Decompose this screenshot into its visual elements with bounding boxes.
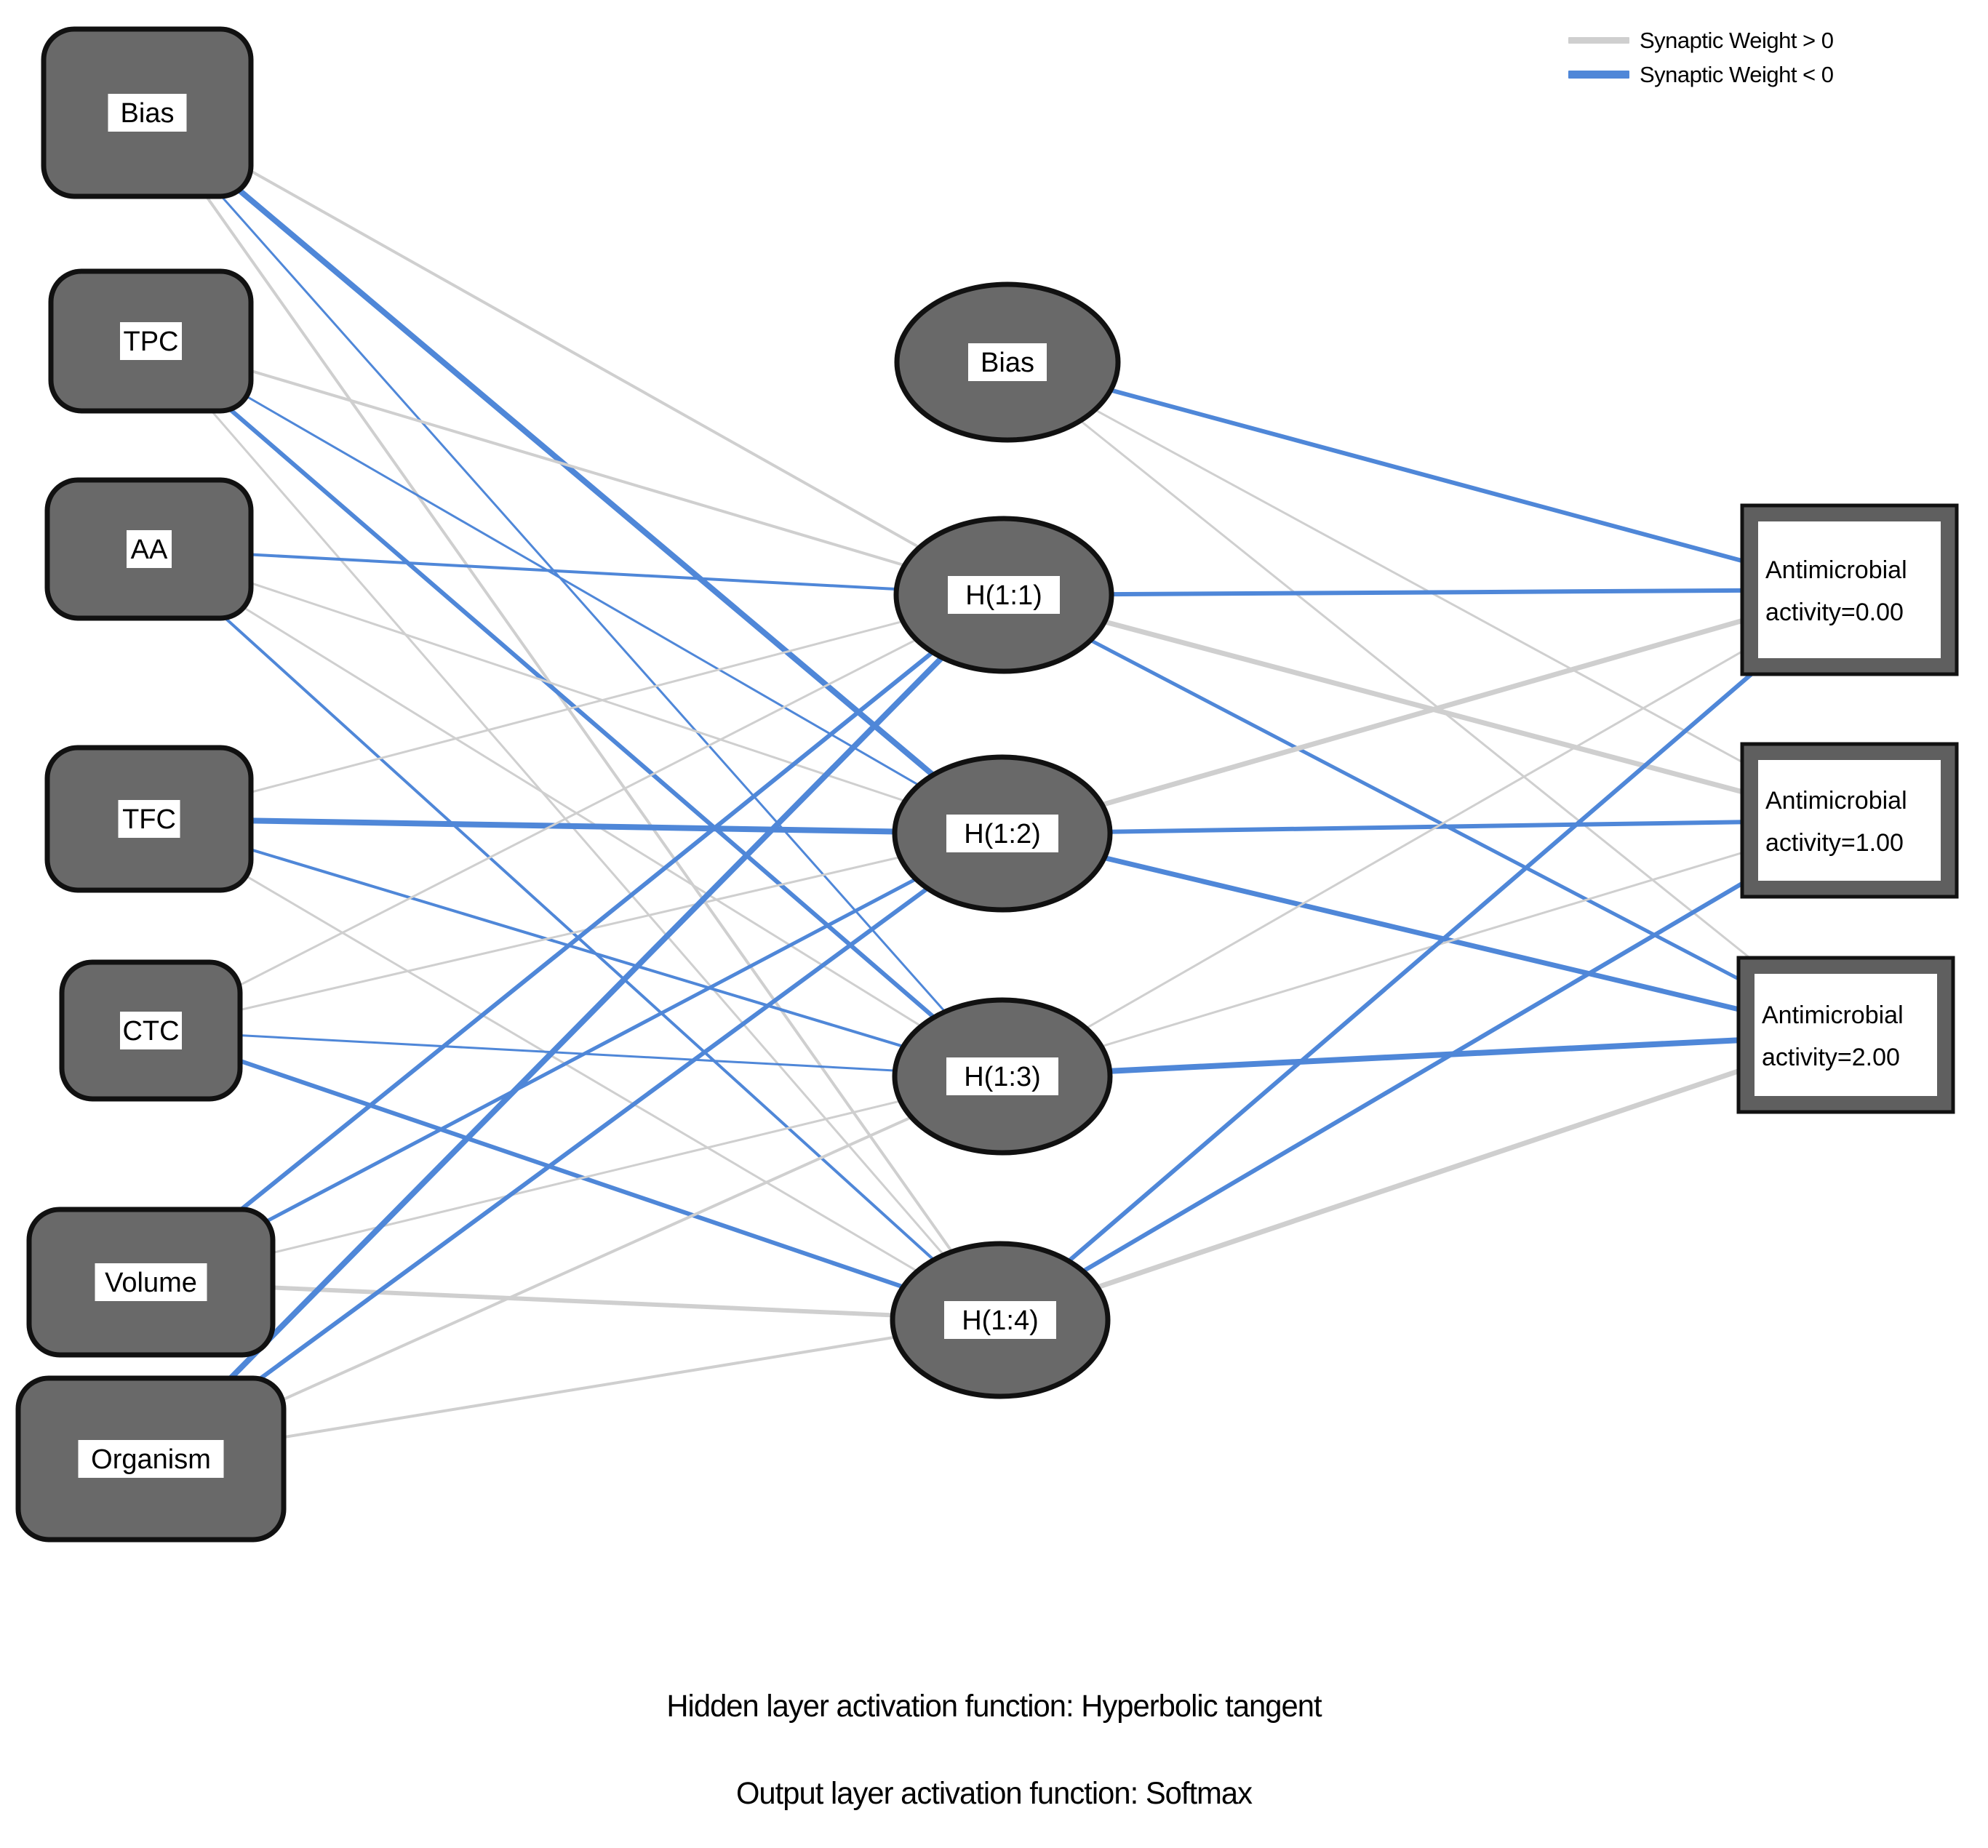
node-label-o2-line2: activity=1.00 (1765, 829, 1904, 857)
output-activation-caption: Output layer activation function: Softma… (735, 1776, 1253, 1811)
edge-in-volume-h2 (150, 831, 1004, 1284)
node-label-bg-h4 (944, 1301, 1056, 1339)
node-label-h3: H(1:3) (964, 1062, 1041, 1092)
edge-in-aa-h4 (148, 548, 1002, 1321)
edge-in-tfc-h3 (148, 817, 1003, 1078)
edge-in-ctc-h2 (151, 832, 1003, 1032)
legend-label-positive: Synaptic Weight > 0 (1640, 28, 1834, 53)
node-label-bg-in-tpc (120, 322, 182, 360)
edge-in-organism-h1 (148, 593, 1006, 1461)
edge-in-bias-h3 (146, 112, 1004, 1077)
node-label-o3-line2: activity=2.00 (1762, 1044, 1900, 1071)
node-label-in-tpc: TPC (124, 327, 179, 357)
node-label-bg-h-bias (968, 343, 1047, 381)
edge-in-organism-h3 (150, 1075, 1003, 1460)
edge-h3-o1 (1002, 588, 1851, 1078)
node-label-o2-line1: Antimicrobial (1765, 787, 1907, 815)
edge-in-tpc-h2 (150, 340, 1003, 835)
edge-in-tpc-h4 (150, 340, 1002, 1321)
edge-h1-o2 (1003, 592, 1851, 823)
edge-in-tpc-h3 (149, 339, 1004, 1079)
edge-in-volume-h3 (151, 1075, 1003, 1284)
edge-in-bias-h1 (146, 111, 1005, 596)
edge-in-tfc-h2 (148, 816, 1003, 836)
positive-weight-line-swatch (1568, 37, 1629, 44)
node-inner-o2 (1758, 760, 1941, 881)
node-label-bg-in-bias (108, 94, 187, 132)
edge-in-volume-h1 (149, 593, 1005, 1284)
node-label-o3-line1: Antimicrobial (1762, 1001, 1904, 1029)
node-label-h4: H(1:4) (962, 1305, 1039, 1336)
edge-h1-o1 (1003, 588, 1850, 597)
node-label-bg-in-aa (127, 530, 172, 568)
edge-h-bias-o1 (1007, 360, 1851, 592)
legend-row-negative: Synaptic Weight < 0 (1568, 63, 1834, 86)
node-label-bg-h2 (946, 815, 1058, 852)
edge-h4-o2 (999, 818, 1851, 1322)
node-label-in-volume: Volume (105, 1268, 197, 1298)
node-label-o1-line1: Antimicrobial (1765, 556, 1907, 584)
node-label-in-organism: Organism (91, 1444, 211, 1475)
node-label-in-aa: AA (131, 535, 168, 565)
edge-in-volume-h4 (151, 1280, 1001, 1322)
edge-h3-o3 (1002, 1032, 1846, 1079)
edge-h2-o2 (1002, 818, 1850, 836)
node-label-o1-line2: activity=0.00 (1765, 599, 1904, 626)
node-label-h-bias: Bias (981, 348, 1034, 378)
edge-in-ctc-h3 (151, 1029, 1003, 1078)
node-label-in-ctc: CTC (122, 1016, 179, 1047)
edge-h2-o3 (1002, 831, 1847, 1038)
edge-in-ctc-h4 (150, 1028, 1001, 1322)
edge-h-bias-o3 (1007, 361, 1847, 1036)
edge-in-aa-h1 (148, 548, 1005, 596)
edge-h3-o2 (1002, 819, 1850, 1078)
node-label-bg-in-volume (95, 1263, 207, 1301)
node-inner-o3 (1755, 974, 1937, 1096)
edge-in-bias-h4 (145, 111, 1002, 1321)
node-label-bg-h1 (948, 576, 1060, 614)
edge-in-tfc-h4 (148, 817, 1001, 1321)
legend-row-positive: Synaptic Weight > 0 (1568, 29, 1834, 52)
edge-h4-o1 (999, 588, 1851, 1322)
legend-label-negative: Synaptic Weight < 0 (1640, 62, 1834, 87)
node-label-bg-in-organism (78, 1440, 224, 1478)
edge-in-aa-h2 (148, 548, 1003, 835)
negative-weight-line-swatch (1568, 71, 1629, 79)
edge-in-organism-h4 (151, 1319, 1001, 1460)
edge-in-organism-h2 (149, 831, 1004, 1461)
node-label-bg-in-ctc (120, 1012, 182, 1049)
node-label-h1: H(1:1) (965, 580, 1042, 611)
node-label-in-bias: Bias (121, 98, 175, 129)
legend: Synaptic Weight > 0 Synaptic Weight < 0 (1568, 29, 1834, 86)
edge-in-tpc-h1 (150, 340, 1005, 596)
edge-h2-o1 (1002, 587, 1851, 836)
hidden-activation-caption: Hidden layer activation function: Hyperb… (666, 1689, 1322, 1724)
node-label-bg-h3 (946, 1057, 1058, 1095)
node-inner-o1 (1758, 521, 1941, 658)
edge-h4-o3 (999, 1032, 1847, 1323)
edge-h1-o3 (1002, 593, 1847, 1037)
node-label-bg-in-tfc (118, 800, 180, 838)
node-label-h2: H(1:2) (964, 819, 1041, 849)
edge-in-ctc-h1 (150, 593, 1005, 1032)
node-label-in-tfc: TFC (122, 804, 176, 835)
edge-in-tfc-h1 (148, 593, 1005, 820)
